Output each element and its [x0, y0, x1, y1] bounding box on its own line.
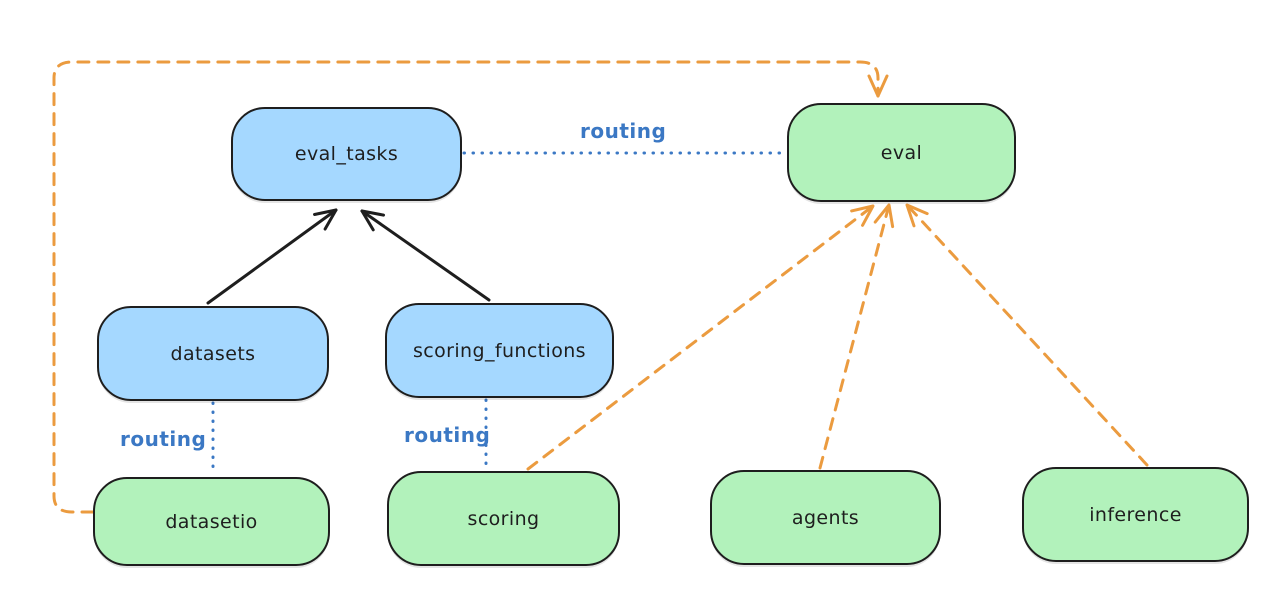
edge-label-routing-scoring: routing	[404, 423, 491, 447]
node-eval-tasks-label: eval_tasks	[294, 143, 399, 165]
node-eval-tasks: eval_tasks	[231, 107, 462, 201]
node-eval-label: eval	[880, 141, 923, 164]
edge-datasets-to-eval-tasks	[206, 208, 338, 305]
edge-label-routing-top: routing	[580, 119, 667, 143]
node-agents: agents	[710, 470, 941, 565]
node-scoring-label: scoring	[467, 507, 540, 530]
node-datasets: datasets	[97, 306, 329, 401]
edge-scoring-to-eval	[526, 204, 875, 471]
node-agents-label: agents	[791, 506, 860, 529]
node-datasets-label: datasets	[170, 342, 256, 365]
node-scoring-functions: scoring_functions	[385, 303, 614, 398]
node-datasetio-label: datasetio	[165, 510, 258, 533]
node-inference-label: inference	[1089, 503, 1182, 526]
edge-inference-to-eval	[905, 203, 1149, 467]
node-scoring-functions-label: scoring_functions	[413, 339, 586, 362]
edge-scoring-functions-to-eval-tasks	[360, 209, 491, 302]
node-scoring: scoring	[387, 471, 620, 566]
edge-datasetio-to-eval	[52, 60, 889, 514]
edge-agents-to-eval	[818, 203, 895, 470]
node-inference: inference	[1022, 467, 1249, 562]
node-datasetio: datasetio	[93, 477, 330, 566]
edge-label-routing-datasets: routing	[120, 427, 207, 451]
node-eval: eval	[787, 103, 1016, 202]
